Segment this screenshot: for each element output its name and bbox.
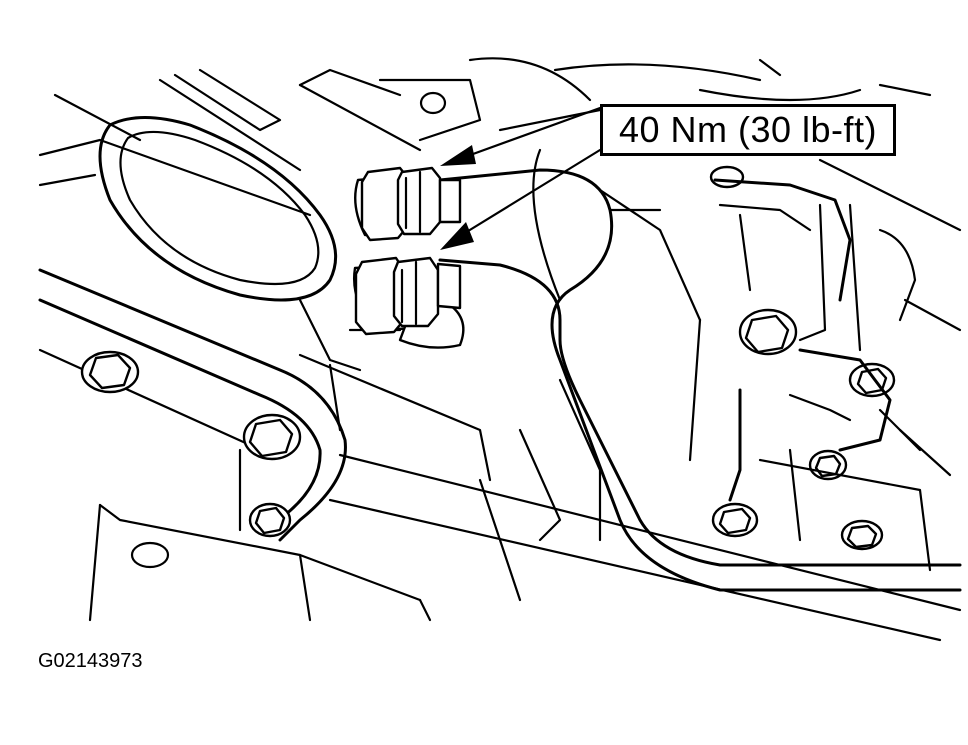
torque-callout: 40 Nm (30 lb-ft): [600, 104, 896, 156]
bolt-lower: [248, 502, 292, 538]
fitting-lower: [353, 256, 465, 349]
bolt-top-center: [419, 91, 447, 115]
bolt-left: [80, 350, 140, 394]
fitting-upper: [354, 166, 462, 242]
bolt-bottom-left: [711, 502, 759, 538]
bolt-bottom-right: [840, 519, 884, 551]
leader-arrow-upper: [440, 106, 602, 166]
right-bracket: [713, 178, 962, 572]
bolt-right-upper: [738, 308, 798, 356]
oval-housing: [98, 116, 362, 372]
leader-arrow-lower: [440, 148, 602, 250]
hydraulic-tube: [438, 168, 962, 592]
bolt-middle: [242, 413, 302, 461]
figure-code: G02143973: [38, 650, 143, 672]
bolt-right-mid: [848, 362, 896, 398]
torque-label: 40 Nm (30 lb-ft): [618, 109, 878, 150]
bolt-top-right: [709, 165, 745, 189]
